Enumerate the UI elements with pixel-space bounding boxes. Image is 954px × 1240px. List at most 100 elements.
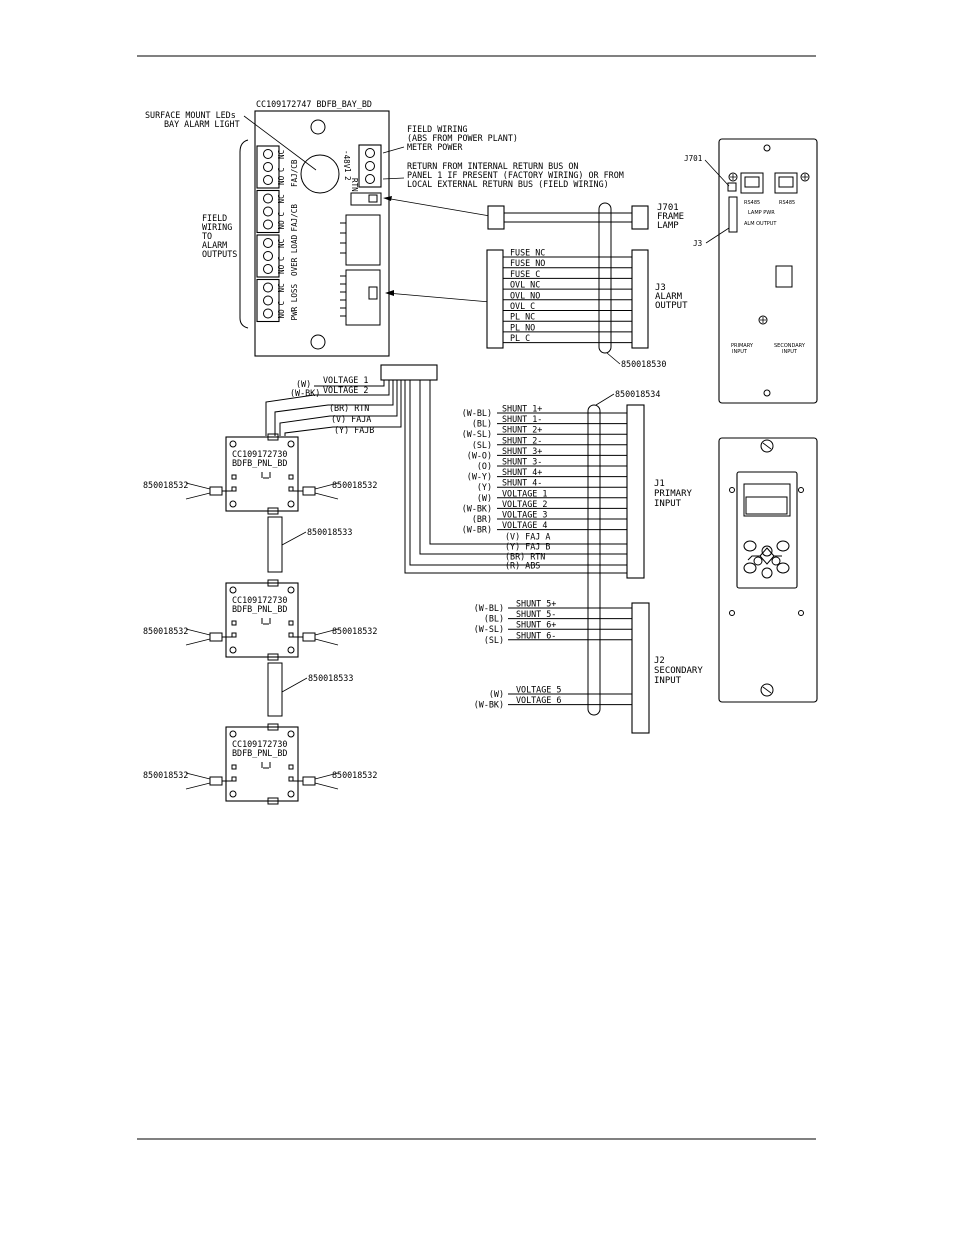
j2-label-2: SECONDARY xyxy=(654,666,703,676)
terminal-contact-label: NC xyxy=(277,194,286,203)
terminal-rtn: RTN xyxy=(350,178,359,192)
j701-frame-lamp-harness: J701 FRAME LAMP xyxy=(383,196,684,231)
return-note-3: LOCAL EXTERNAL RETURN BUS (FIELD WIRING) xyxy=(407,179,609,189)
j3-cable-label: 850018530 xyxy=(621,359,666,369)
alarm-terminal-block xyxy=(256,189,280,234)
j1-signal-label: VOLTAGE 1 xyxy=(502,488,547,498)
j701-label-3: LAMP xyxy=(657,221,679,231)
j2-signal-label: VOLTAGE 6 xyxy=(516,695,561,705)
panel-board-part: CC109172730 xyxy=(232,449,287,459)
field-wiring-note-2: WIRING xyxy=(202,222,232,232)
j3-signal-label: OVL NO xyxy=(510,290,540,300)
j1-signal-label: SHUNT 3- xyxy=(502,457,542,467)
terminal-contact-label: NO xyxy=(277,220,286,230)
terminal-contact-label: NO xyxy=(277,175,286,185)
rear-primary-1: PRIMARY xyxy=(731,343,754,349)
terminal-1: 1 xyxy=(343,168,352,173)
j3-signal-label: OVL C xyxy=(510,301,535,311)
j1-primary-input: (W-BL)SHUNT 1+(BL)SHUNT 1-(W-SL)SHUNT 2+… xyxy=(462,389,693,716)
terminal-screw-icon xyxy=(263,193,273,204)
panel-board-part: CC109172730 xyxy=(232,739,287,749)
panel-board-right-cable: 850018532 xyxy=(332,626,377,636)
return-note-1: RETURN FROM INTERNAL RETURN BUS ON xyxy=(407,161,578,171)
voltage1-color: (W) xyxy=(296,379,311,389)
j1-wire-color: (W-BL) xyxy=(462,408,492,418)
terminal-screw-icon xyxy=(263,251,273,261)
j1-signal-label: VOLTAGE 3 xyxy=(502,510,547,520)
panel-board-name: BDFB_PNL_BD xyxy=(232,748,287,758)
terminal-screw-icon xyxy=(263,282,273,293)
j1-cable-label: 850018534 xyxy=(615,389,660,399)
bay-board: CC109172747 BDFB_BAY_BD SURFACE MOUNT LE… xyxy=(145,99,390,357)
terminal-contact-label: NC xyxy=(277,239,286,248)
j701-label-2: FRAME xyxy=(657,212,684,222)
j3-label: J3 xyxy=(655,283,666,293)
panel-board-part: CC109172730 xyxy=(232,595,287,605)
alarm-terminal-block xyxy=(256,278,280,323)
panel-wire-faja: (V) FAJA xyxy=(331,414,371,424)
panel-board-name: BDFB_PNL_BD xyxy=(232,604,287,614)
panel-board-right-cable: 850018532 xyxy=(332,770,377,780)
voltage1-name: VOLTAGE 1 xyxy=(323,375,368,385)
j1-signal-label: SHUNT 1+ xyxy=(502,404,542,414)
terminal-contact-label: NO xyxy=(277,309,286,319)
terminal-contact-label: C xyxy=(277,301,286,306)
panel-board-right-cable: 850018532 xyxy=(332,480,377,490)
j1-label-3: INPUT xyxy=(654,499,682,509)
j2-wire-color: (SL) xyxy=(484,635,504,645)
bay-board-part: CC109172747 BDFB_BAY_BD xyxy=(256,99,372,109)
j1-label-2: PRIMARY xyxy=(654,489,693,499)
terminal-screw-icon xyxy=(263,264,273,274)
terminal-screw-icon xyxy=(263,308,273,319)
panel-board-name: BDFB_PNL_BD xyxy=(232,458,287,468)
panel-wire-rtn: (BR) RTN xyxy=(329,403,369,413)
panel-board-left-cable: 850018532 xyxy=(143,770,188,780)
j3-signal-label: PL NO xyxy=(510,322,535,332)
j2-wire-color: (W) xyxy=(489,689,504,699)
rear-j701-callout: J701 xyxy=(684,154,703,163)
terminal-contact-label: NC xyxy=(277,283,286,292)
main-harness: (W) VOLTAGE 1 (W-BK) VOLTAGE 2 (BR) RTN … xyxy=(265,364,627,574)
j1-wire-color: (W-BK) xyxy=(462,503,492,513)
j3-signal-label: FUSE NO xyxy=(510,258,545,268)
panel-board-left-cable: 850018532 xyxy=(143,626,188,636)
terminal-screw-icon xyxy=(263,206,273,217)
bay-alarm-led-icon xyxy=(300,154,340,194)
rear-lamp-pwr: LAMP PWR xyxy=(748,210,775,216)
field-wiring-note-5: OUTPUTS xyxy=(202,249,237,259)
terminal-screw-icon xyxy=(263,295,273,306)
field-power-note-3: METER POWER xyxy=(407,142,463,152)
panel-wire-fajb: (Y) FAJB xyxy=(334,425,374,435)
daisy-cable-1-label: 850018533 xyxy=(307,527,352,537)
j3-label-3: OUTPUT xyxy=(655,301,688,311)
j2-wire-color: (W-BK) xyxy=(474,700,504,710)
terminal-contact-label: C xyxy=(277,167,286,172)
j3-signal-label: PL C xyxy=(510,333,530,343)
daisy-cable-1: 850018533 xyxy=(267,516,352,573)
j1-signal-label: (V) FAJ A xyxy=(505,532,550,542)
j2-wire-color: (W-SL) xyxy=(474,624,504,634)
j1-signal-label: VOLTAGE 2 xyxy=(502,499,547,509)
terminal-screw-icon xyxy=(263,238,273,248)
led-note-line2: BAY ALARM LIGHT xyxy=(164,119,240,129)
field-wiring-note-1: FIELD xyxy=(202,213,227,223)
j1-wire-color: (W-Y) xyxy=(467,472,492,482)
return-note-2: PANEL 1 IF PRESENT (FACTORY WIRING) OR F… xyxy=(407,170,624,180)
j3-label-2: ALARM xyxy=(655,292,683,302)
terminal-screw-icon xyxy=(263,175,273,185)
terminal-neg48v: -48V xyxy=(342,150,351,169)
rear-rs485-right: RS485 xyxy=(779,200,795,206)
voltage2-name: VOLTAGE 2 xyxy=(323,385,368,395)
j2-signal-label: SHUNT 5- xyxy=(516,609,556,619)
alarm-terminal-block xyxy=(256,234,280,278)
power-terminal-block xyxy=(358,144,382,188)
field-power-note-2: (ABS FROM POWER PLANT) xyxy=(407,133,518,143)
terminal-contact-label: C xyxy=(277,256,286,261)
j1-wire-color: (SL) xyxy=(472,440,492,450)
j1-signal-label: (R) ABS xyxy=(505,561,540,571)
rear-secondary-2: INPUT xyxy=(782,349,798,355)
